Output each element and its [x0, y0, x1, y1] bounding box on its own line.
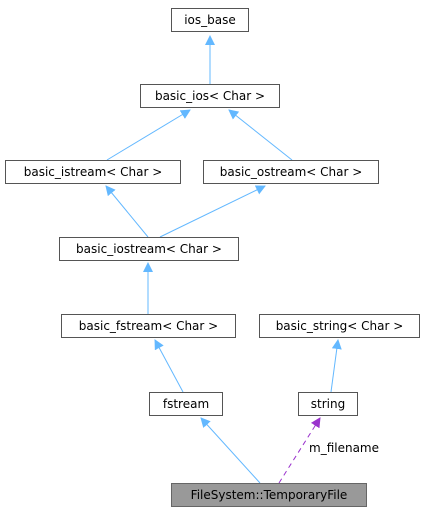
edge-string-to-basic-string — [330, 339, 342, 393]
edge-basic-ostream-to-basic-ios — [228, 109, 293, 161]
node-basic-ios[interactable]: basic_ios< Char > — [140, 84, 280, 108]
edge-temporary-file-to-string — [278, 417, 321, 484]
edge-fstream-to-basic-fstream — [154, 339, 184, 393]
node-basic-string[interactable]: basic_string< Char > — [259, 314, 420, 338]
node-basic-istream[interactable]: basic_istream< Char > — [5, 160, 181, 184]
edge-basic-iostream-to-basic-istream — [105, 185, 149, 238]
edge-basic-istream-to-basic-ios — [106, 109, 191, 161]
edge-temporary-file-to-fstream — [200, 417, 261, 484]
edge-basic-iostream-to-basic-ostream — [159, 185, 266, 238]
node-basic-iostream[interactable]: basic_iostream< Char > — [59, 237, 239, 261]
node-temporary-file: FileSystem::TemporaryFile — [171, 483, 367, 507]
node-basic-fstream[interactable]: basic_fstream< Char > — [61, 314, 236, 338]
node-ios-base[interactable]: ios_base — [171, 8, 249, 32]
node-fstream[interactable]: fstream — [149, 392, 223, 416]
edge-label-m-filename: m_filename — [309, 441, 379, 455]
node-basic-ostream[interactable]: basic_ostream< Char > — [203, 160, 379, 184]
node-string[interactable]: string — [298, 392, 358, 416]
